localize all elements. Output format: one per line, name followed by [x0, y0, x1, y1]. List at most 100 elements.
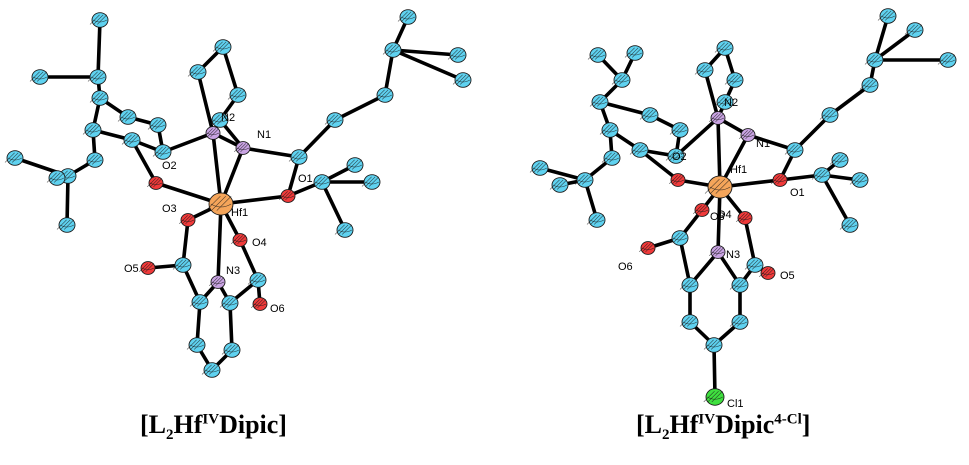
left-atom-label: Hf1: [231, 207, 248, 219]
right-atom-c: [679, 277, 699, 293]
caption-right-subscript: 2: [662, 427, 670, 444]
left-atom-c: [84, 152, 104, 168]
left-atom-c: [344, 157, 364, 173]
left-bond: [391, 48, 460, 57]
right-atom-c: [624, 45, 644, 61]
left-atom-label: O1: [298, 173, 313, 185]
left-atom-label: O3: [162, 203, 177, 215]
caption-right-ligand-superscript: 4-Cl: [774, 411, 802, 428]
left-atom-c: [89, 90, 109, 106]
right-atom-label: Hf1: [730, 164, 747, 176]
right-atom-c: [829, 152, 849, 168]
right-atom-c: [611, 72, 631, 88]
left-bond: [216, 202, 223, 284]
right-atom-c: [549, 177, 569, 193]
caption-left-suffix: ]: [278, 410, 287, 439]
left-bond: [391, 48, 465, 82]
right-atom-label: N2: [724, 97, 738, 109]
left-atom-c: [227, 87, 247, 103]
caption-left-subscript: 2: [166, 427, 174, 444]
caption-right: [L2HfIVDipic4-Cl]: [636, 410, 810, 444]
right-atom-cl: [703, 388, 725, 406]
right-atom-c: [724, 72, 744, 88]
left-atom-o: [231, 233, 248, 247]
right-bond: [820, 173, 852, 227]
right-atom-n: [709, 111, 726, 125]
left-atom-c: [29, 69, 49, 85]
right-atom-label: Cl1: [727, 398, 744, 410]
left-atom-label: N1: [257, 129, 271, 141]
right-atom-c: [784, 142, 804, 158]
left-atom-c: [334, 222, 354, 238]
caption-right-metal: Hf: [669, 410, 699, 439]
right-atom-c: [589, 94, 609, 110]
left-bond: [96, 18, 102, 79]
right-atom-o: [771, 173, 788, 187]
left-atom-label: O5: [124, 263, 139, 275]
right-atom-label: O2: [672, 151, 687, 163]
left-bond: [211, 131, 223, 206]
left-atom-n: [234, 141, 251, 155]
left-bond: [221, 45, 240, 97]
left-atom-c: [187, 64, 207, 80]
left-atom-c: [189, 294, 209, 310]
left-atom-c: [382, 42, 402, 58]
right-bond: [703, 68, 720, 120]
left-atom-c: [172, 257, 192, 273]
left-atom-c: [46, 170, 66, 186]
caption-left-prefix: [L: [140, 410, 166, 439]
left-atom-c: [374, 87, 394, 103]
right-atom-c: [679, 314, 699, 330]
right-atom-c: [694, 62, 714, 78]
left-atom-c: [56, 217, 76, 233]
right-atom-c: [877, 8, 897, 24]
left-atom-c: [201, 362, 221, 378]
caption-left-ligand: Dipic: [219, 410, 279, 439]
left-atom-n: [204, 126, 221, 140]
right-atom-c: [574, 172, 594, 188]
left-atom-o: [251, 297, 268, 311]
right-atom-label: O6: [618, 261, 633, 273]
left-atom-c: [311, 174, 331, 190]
right-atom-c: [839, 217, 859, 233]
right-atom-label: N1: [756, 138, 770, 150]
right-atom-c: [669, 122, 689, 138]
right-atom-label: O5: [780, 270, 795, 282]
right-bond: [678, 236, 692, 287]
left-bond: [130, 138, 158, 185]
right-atom-c: [714, 40, 734, 56]
right-atom-c: [586, 212, 606, 228]
right-atom-c: [669, 230, 689, 246]
right-atom-c: [859, 77, 879, 93]
right-atom-o: [693, 203, 710, 217]
left-atom-c: [447, 47, 467, 63]
right-atom-hf: [704, 175, 733, 199]
left-atom-c: [397, 9, 417, 25]
caption-right-suffix: ]: [801, 410, 811, 439]
left-atom-o: [179, 213, 196, 227]
left-bond: [228, 301, 234, 352]
left-atom-c: [147, 117, 167, 133]
left-atom-c: [4, 150, 24, 166]
left-atom-c: [87, 69, 107, 85]
right-atom-c: [744, 257, 764, 273]
left-atom-c: [452, 72, 472, 88]
caption-right-ligand: Dipic: [715, 410, 775, 439]
right-atom-c: [849, 172, 869, 188]
left-atom-label: O6: [270, 303, 285, 315]
left-atom-c: [219, 295, 239, 311]
left-bond: [65, 174, 70, 227]
left-bond: [196, 70, 215, 135]
caption-left-metal: Hf: [173, 410, 203, 439]
right-atom-c: [703, 337, 723, 353]
left-atom-label: O2: [162, 160, 177, 172]
left-atom-c: [186, 337, 206, 353]
left-atom-label: N3: [226, 265, 240, 277]
right-atom-o: [736, 211, 753, 225]
right-atom-c: [819, 107, 839, 123]
left-atom-c: [221, 342, 241, 358]
right-atom-c: [714, 94, 734, 110]
caption-right-oxidation: IV: [698, 411, 716, 428]
